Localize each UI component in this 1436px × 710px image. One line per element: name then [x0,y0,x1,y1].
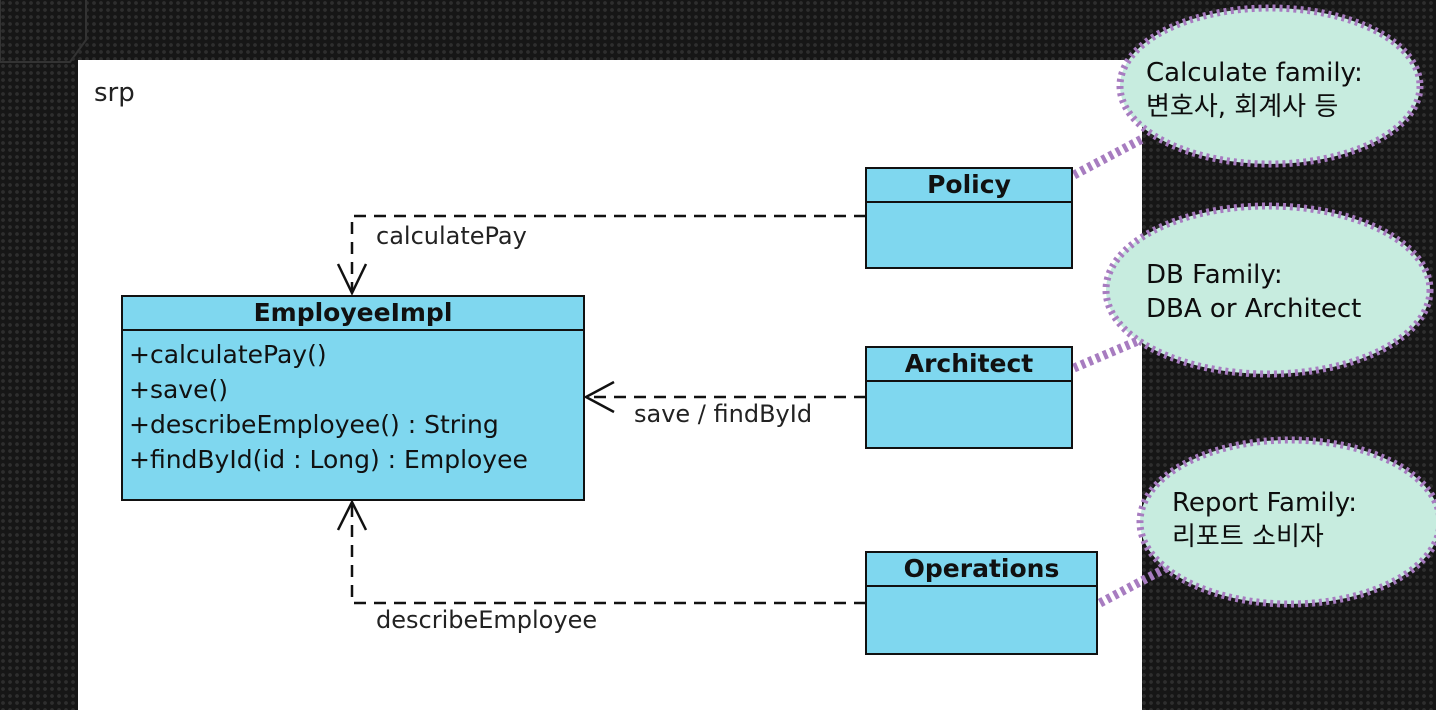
arrowhead-save-findbyid [583,380,615,414]
note-db-line1: DB Family: [1146,260,1283,290]
dependency-label-describeemployee: describeEmployee [376,606,598,634]
class-employee-impl[interactable]: EmployeeImpl +calculatePay() +save() +de… [121,295,585,501]
class-name-operations: Operations [867,553,1096,587]
note-report-line1: Report Family: [1172,488,1357,518]
class-architect[interactable]: Architect [865,346,1073,449]
note-shape-db [1102,202,1434,378]
operation-findbyid: +findById(id : Long) : Employee [129,445,528,474]
note-calculate-line1: Calculate family: [1146,58,1363,88]
note-shape-report [1136,436,1436,608]
dependency-label-calculatepay: calculatePay [376,222,527,250]
class-name-architect: Architect [867,348,1071,382]
note-db-line2: DBA or Architect [1146,294,1362,324]
frame-tab-shape [0,0,87,63]
class-name-employee-impl: EmployeeImpl [123,297,583,331]
dependency-label-save-findbyid: save / findById [634,400,813,428]
dependency-line-operations [350,502,866,605]
operation-save: +save() [129,375,228,404]
class-policy[interactable]: Policy [865,167,1073,269]
note-report-family: Report Family: 리포트 소비자 [1172,486,1357,554]
arrowhead-describeemployee [336,499,368,531]
class-operations[interactable]: Operations [865,551,1098,655]
frame-label: srp [94,78,135,108]
note-calculate-line2: 변호사, 회계사 등 [1146,92,1339,122]
class-name-policy: Policy [867,169,1071,203]
operations-list: +calculatePay() +save() +describeEmploye… [123,331,583,477]
dependency-line-policy [350,214,866,292]
operation-describeemployee: +describeEmployee() : String [129,410,499,439]
note-connector-db [1072,335,1142,373]
note-report-line2: 리포트 소비자 [1172,522,1324,552]
note-shape-calculate [1116,4,1424,168]
arrowhead-calculatepay [336,263,368,296]
note-connector-report [1097,561,1175,607]
note-calculate-family: Calculate family: 변호사, 회계사 등 [1146,56,1363,124]
note-db-family: DB Family: DBA or Architect [1146,258,1361,326]
operation-calculatepay: +calculatePay() [129,340,327,369]
note-connector-calculate [1071,134,1147,179]
